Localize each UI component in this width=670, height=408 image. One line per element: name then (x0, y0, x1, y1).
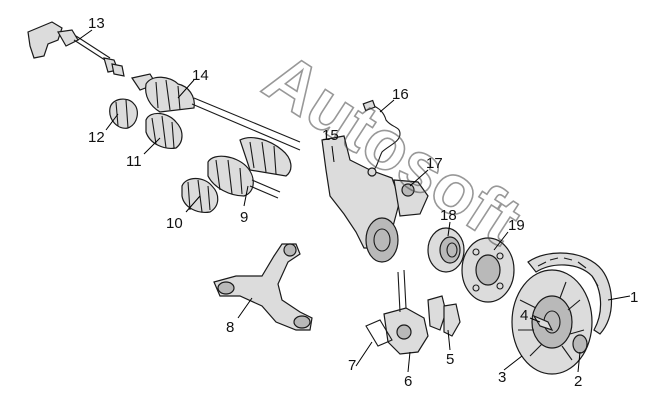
callout-8: 8 (226, 319, 234, 336)
part-16-abs-sensor (362, 99, 401, 177)
callout-13: 13 (88, 15, 105, 32)
callout-9: 9 (240, 209, 248, 226)
callout-18: 18 (440, 207, 457, 224)
part-5-brake-pads (427, 295, 461, 337)
callout-7: 7 (348, 357, 356, 374)
callout-labels: 13 14 16 12 11 15 17 9 10 18 19 1 4 8 5 … (88, 15, 638, 390)
part-8-control-arm (213, 243, 313, 331)
part-14-cv-boot-shaft (131, 73, 301, 151)
part-18-wheel-bearing (427, 227, 465, 273)
callout-2: 2 (574, 373, 582, 390)
callout-12: 12 (88, 129, 105, 146)
leader-lines (77, 29, 631, 373)
part-7-caliper-bolt (365, 319, 393, 347)
callout-5: 5 (446, 351, 454, 368)
part-15-steering-knuckle (321, 135, 429, 263)
callout-4: 4 (520, 307, 528, 324)
callout-17: 17 (426, 155, 443, 172)
part-4-disc-screw (532, 314, 554, 332)
callout-19: 19 (508, 217, 525, 234)
callout-6: 6 (404, 373, 412, 390)
part-1-dust-shield (527, 252, 612, 335)
part-2-hub-cap (572, 334, 588, 354)
part-13-drive-shaft (27, 21, 125, 77)
part-6-brake-caliper (383, 269, 429, 355)
part-10-boot (181, 177, 219, 213)
callout-15: 15 (322, 127, 339, 144)
part-12-boot-small (109, 98, 138, 129)
part-19-wheel-hub (461, 237, 515, 303)
part-3-brake-disc (511, 269, 593, 375)
part-11-boot (145, 112, 183, 149)
part-9-inner-boot-shaft (207, 137, 292, 199)
callout-14: 14 (192, 67, 209, 84)
callout-11: 11 (126, 153, 142, 170)
callout-10: 10 (166, 215, 183, 232)
callout-3: 3 (498, 369, 506, 386)
callout-16: 16 (392, 86, 409, 103)
callout-1: 1 (630, 289, 638, 306)
